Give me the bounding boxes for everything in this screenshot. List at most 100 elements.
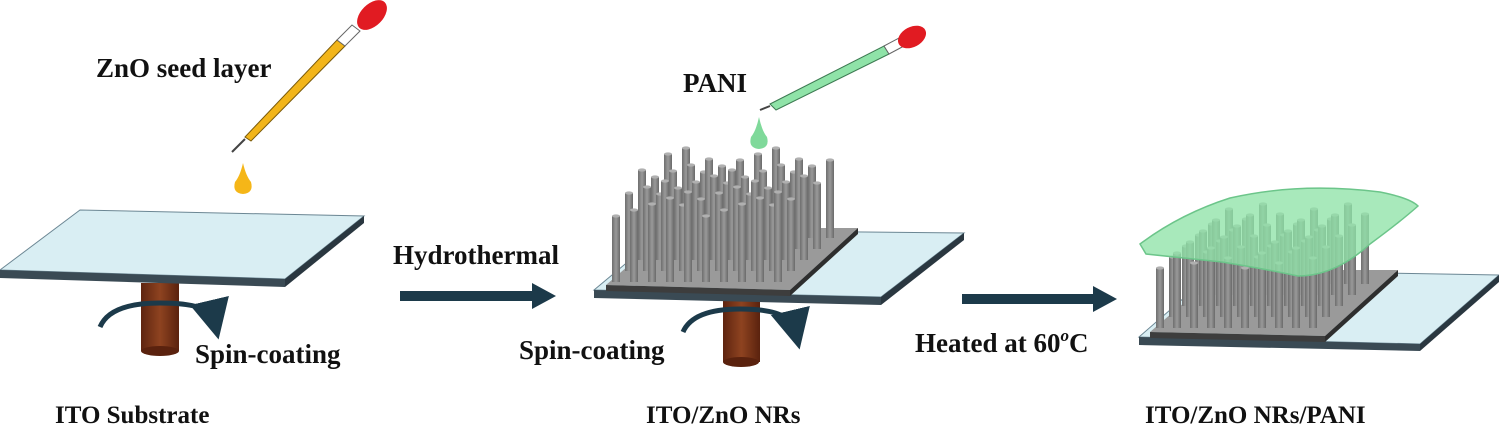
nanorod (679, 205, 687, 271)
nanorod (692, 182, 700, 260)
nanorod-cap (684, 190, 692, 194)
nanorod-cap (720, 208, 728, 212)
nanorod-cap (1190, 261, 1198, 265)
nanorod (656, 194, 664, 260)
nanorod (1322, 247, 1330, 317)
nanorod (1224, 258, 1232, 328)
heated-degree: o (1060, 326, 1069, 345)
nanorod (1275, 263, 1283, 328)
nanorod (733, 187, 741, 271)
spin-arrow-1 (97, 295, 229, 340)
nanorod (612, 216, 620, 282)
nanorod (1241, 268, 1249, 328)
nanorods-2 (612, 146, 834, 282)
nanorod (1190, 263, 1198, 328)
nanorod-cap (774, 190, 782, 194)
nanorod-cap (772, 146, 780, 150)
ito-zno-nrs-caption: ITO/ZnO NRs (646, 402, 801, 429)
nanorod (764, 188, 772, 260)
pani-pipette (759, 25, 927, 111)
nanorod-cap (651, 175, 659, 179)
heated-prefix: Heated at 60 (915, 328, 1061, 358)
nanorod-cap (715, 191, 723, 195)
nanorod (638, 170, 646, 260)
nanorod-cap (808, 164, 816, 168)
heating-arrow (962, 286, 1117, 312)
nanorod-cap (702, 214, 710, 218)
pani-drop (750, 117, 768, 149)
step3-group (1137, 187, 1499, 351)
step2-group (592, 25, 966, 367)
nanorod-cap (697, 197, 705, 201)
nanorod (1348, 225, 1356, 295)
nanorod-cap (1241, 266, 1249, 270)
step1-group (0, 0, 387, 356)
nanorod (813, 183, 821, 249)
nanorod-cap (643, 185, 651, 189)
nanorod-cap (751, 179, 759, 183)
spin-coating-label-2: Spin-coating (519, 335, 665, 365)
nanorod-cap (612, 214, 620, 218)
nanorod (625, 193, 633, 271)
nanorod (1309, 258, 1317, 328)
nanorod-cap (718, 164, 726, 168)
nanorod (746, 194, 754, 260)
nanorod (808, 166, 816, 238)
nanorod-cap (625, 191, 633, 195)
nanorod-cap (1156, 266, 1164, 270)
nanorod (787, 199, 795, 271)
nanorod (756, 198, 764, 282)
zno-seed-layer-label: ZnO seed layer (96, 53, 272, 83)
nanorod-cap (682, 146, 690, 150)
nanorod-cap (736, 158, 744, 162)
ito-substrate-caption: ITO Substrate (55, 402, 210, 429)
seed-pipette (231, 0, 387, 153)
nanorod-cap (638, 168, 646, 172)
nanorod (795, 159, 803, 249)
nanorod (643, 187, 651, 271)
nanorod (705, 159, 713, 249)
nanorod-cap (728, 168, 736, 172)
spin-coating-label-1: Spin-coating (195, 339, 341, 369)
nanorod (1258, 253, 1266, 328)
heated-unit: C (1068, 328, 1089, 358)
nanorod-cap (687, 163, 695, 167)
nanorod-cap (826, 158, 834, 162)
nanorod-cap (666, 196, 674, 200)
nanorod-cap (795, 157, 803, 161)
nanorod-cap (741, 175, 749, 179)
nanorod (774, 192, 782, 282)
nanorod (684, 192, 692, 282)
nanorod (782, 182, 790, 260)
nanorod-cap (710, 174, 718, 178)
nanorod-cap (764, 186, 772, 190)
nanorod-cap (787, 197, 795, 201)
nanorod (1173, 253, 1181, 328)
nanorod (715, 193, 723, 271)
nanorod (1156, 268, 1164, 328)
nanorod (630, 210, 638, 282)
nanorod (728, 170, 736, 260)
ito-substrate-1 (0, 209, 366, 287)
nanorod (648, 204, 656, 282)
nanorod-cap (800, 174, 808, 178)
nanorod-cap (692, 180, 700, 184)
nanorod-cap (669, 169, 677, 173)
spin-arrow-2 (680, 305, 810, 350)
nanorod-cap (738, 202, 746, 206)
nanorod (661, 181, 669, 271)
nanorod-cap (759, 169, 767, 173)
nanorod (800, 176, 808, 260)
nanorod-cap (733, 185, 741, 189)
ito-zno-nrs-pani-caption: ITO/ZnO NRs/PANI (1145, 402, 1366, 429)
nanorod-cap (630, 208, 638, 212)
nanorod (826, 160, 834, 238)
nanorod (738, 204, 746, 282)
nanorod (769, 205, 777, 271)
nanorod (710, 176, 718, 260)
nanorod (674, 188, 682, 260)
nanorod (1207, 248, 1215, 328)
nanorod (720, 210, 728, 282)
heated-label: Heated at 60oC (915, 327, 1088, 357)
